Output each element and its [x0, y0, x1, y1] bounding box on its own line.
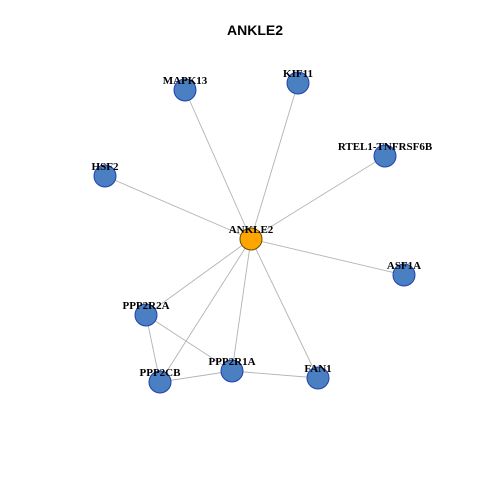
edge-ankle2-ppp2cb — [159, 238, 252, 383]
edge-ankle2-ppp2r2a — [145, 238, 252, 316]
node-label-asf1a: ASF1A — [387, 260, 421, 272]
edge-ankle2-fan1 — [250, 238, 319, 379]
edge-ppp2r1a-fan1 — [231, 370, 319, 379]
node-circle-hsf2[interactable] — [93, 164, 117, 188]
node-ppp2r2a[interactable]: PPP2R2A — [122, 300, 170, 327]
node-circle-kif11[interactable] — [286, 71, 310, 95]
node-label-kif11: KIF11 — [283, 68, 313, 80]
edge-ankle2-mapk13 — [184, 89, 252, 240]
node-label-ppp2r2a: PPP2R2A — [122, 300, 169, 312]
node-circle-ppp2r1a[interactable] — [220, 359, 244, 383]
node-circle-asf1a[interactable] — [392, 263, 416, 287]
node-circle-mapk13[interactable] — [173, 78, 197, 102]
node-circle-ankle2[interactable] — [239, 227, 263, 251]
edge-ankle2-ppp2r1a — [231, 238, 252, 372]
node-label-rtel1-tnfrsf6b: RTEL1-TNFRSF6B — [338, 141, 433, 153]
edge-ankle2-kif11 — [250, 82, 299, 240]
edge-layer — [104, 82, 405, 383]
node-asf1a[interactable]: ASF1A — [387, 260, 421, 287]
node-fan1[interactable]: FAN1 — [304, 363, 332, 390]
graph-title: ANKLE2 — [227, 22, 283, 38]
node-circle-rtel1-tnfrsf6b[interactable] — [373, 144, 397, 168]
node-ankle2[interactable]: ANKLE2 — [229, 224, 274, 251]
node-circle-ppp2r2a[interactable] — [134, 303, 158, 327]
node-ppp2r1a[interactable]: PPP2R1A — [208, 356, 256, 383]
edge-ankle2-rtel1-tnfrsf6b — [250, 155, 386, 240]
node-label-hsf2: HSF2 — [92, 161, 119, 173]
node-label-ankle2: ANKLE2 — [229, 224, 274, 236]
node-label-mapk13: MAPK13 — [163, 75, 208, 87]
node-label-ppp2cb: PPP2CB — [140, 367, 182, 379]
node-circle-ppp2cb[interactable] — [148, 370, 172, 394]
node-label-fan1: FAN1 — [304, 363, 331, 375]
edge-ppp2cb-ppp2r1a — [159, 370, 233, 383]
node-mapk13[interactable]: MAPK13 — [163, 75, 208, 102]
node-hsf2[interactable]: HSF2 — [92, 161, 119, 188]
node-rtel1-tnfrsf6b[interactable]: RTEL1-TNFRSF6B — [338, 141, 433, 168]
node-ppp2cb[interactable]: PPP2CB — [140, 367, 182, 394]
edge-ankle2-asf1a — [250, 238, 405, 276]
node-circle-fan1[interactable] — [306, 366, 330, 390]
edge-ankle2-hsf2 — [104, 175, 252, 240]
node-kif11[interactable]: KIF11 — [283, 68, 313, 95]
edge-ppp2r2a-ppp2r1a — [145, 314, 233, 372]
node-label-ppp2r1a: PPP2R1A — [208, 356, 255, 368]
